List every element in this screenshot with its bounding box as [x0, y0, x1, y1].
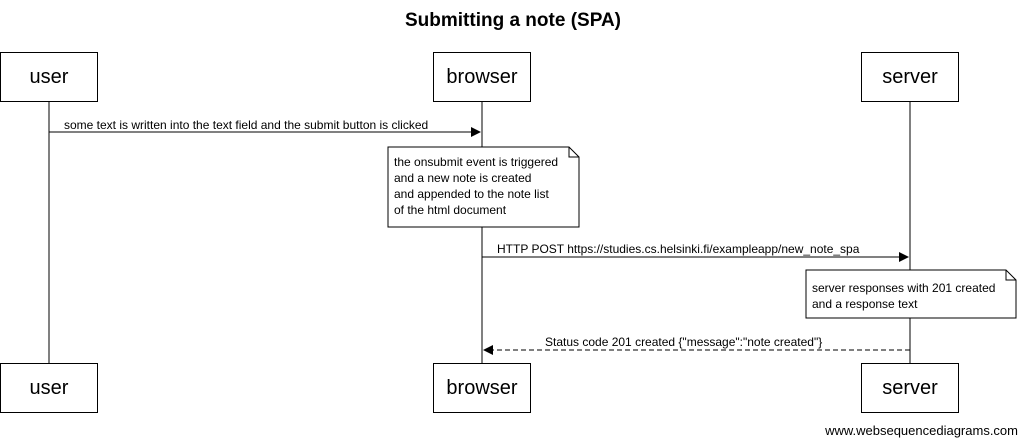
footer-watermark: www.websequencediagrams.com — [825, 423, 1018, 438]
participant-user-top: user — [0, 52, 98, 102]
note-fold-browser — [568, 147, 579, 158]
participant-user-bottom: user — [0, 363, 98, 413]
note-server: server responses with 201 created and a … — [806, 274, 1001, 318]
note-fold-server — [1005, 270, 1016, 281]
note-browser-line: and a new note is created — [394, 171, 532, 185]
note-browser: the onsubmit event is triggered and a ne… — [388, 148, 564, 224]
participant-server-top: server — [861, 52, 959, 102]
participant-browser-top: browser — [433, 52, 531, 102]
diagram-title: Submitting a note (SPA) — [404, 10, 622, 31]
note-server-line: and a response text — [812, 297, 918, 311]
note-browser-line: and appended to the note list — [394, 187, 549, 201]
participant-server-bottom: server — [861, 363, 959, 413]
note-server-line: server responses with 201 created — [812, 281, 996, 295]
note-browser-line: the onsubmit event is triggered — [394, 155, 559, 169]
message-label-user-browser: some text is written into the text field… — [64, 118, 429, 132]
message-label-browser-server: HTTP POST https://studies.cs.helsinki.fi… — [497, 242, 860, 256]
participant-browser-bottom: browser — [433, 363, 531, 413]
message-label-server-browser: Status code 201 created {"message":"note… — [545, 335, 823, 349]
note-shape-server — [805, 269, 1017, 319]
note-shape-browser — [387, 146, 580, 228]
note-browser-line: of the html document — [394, 203, 507, 217]
